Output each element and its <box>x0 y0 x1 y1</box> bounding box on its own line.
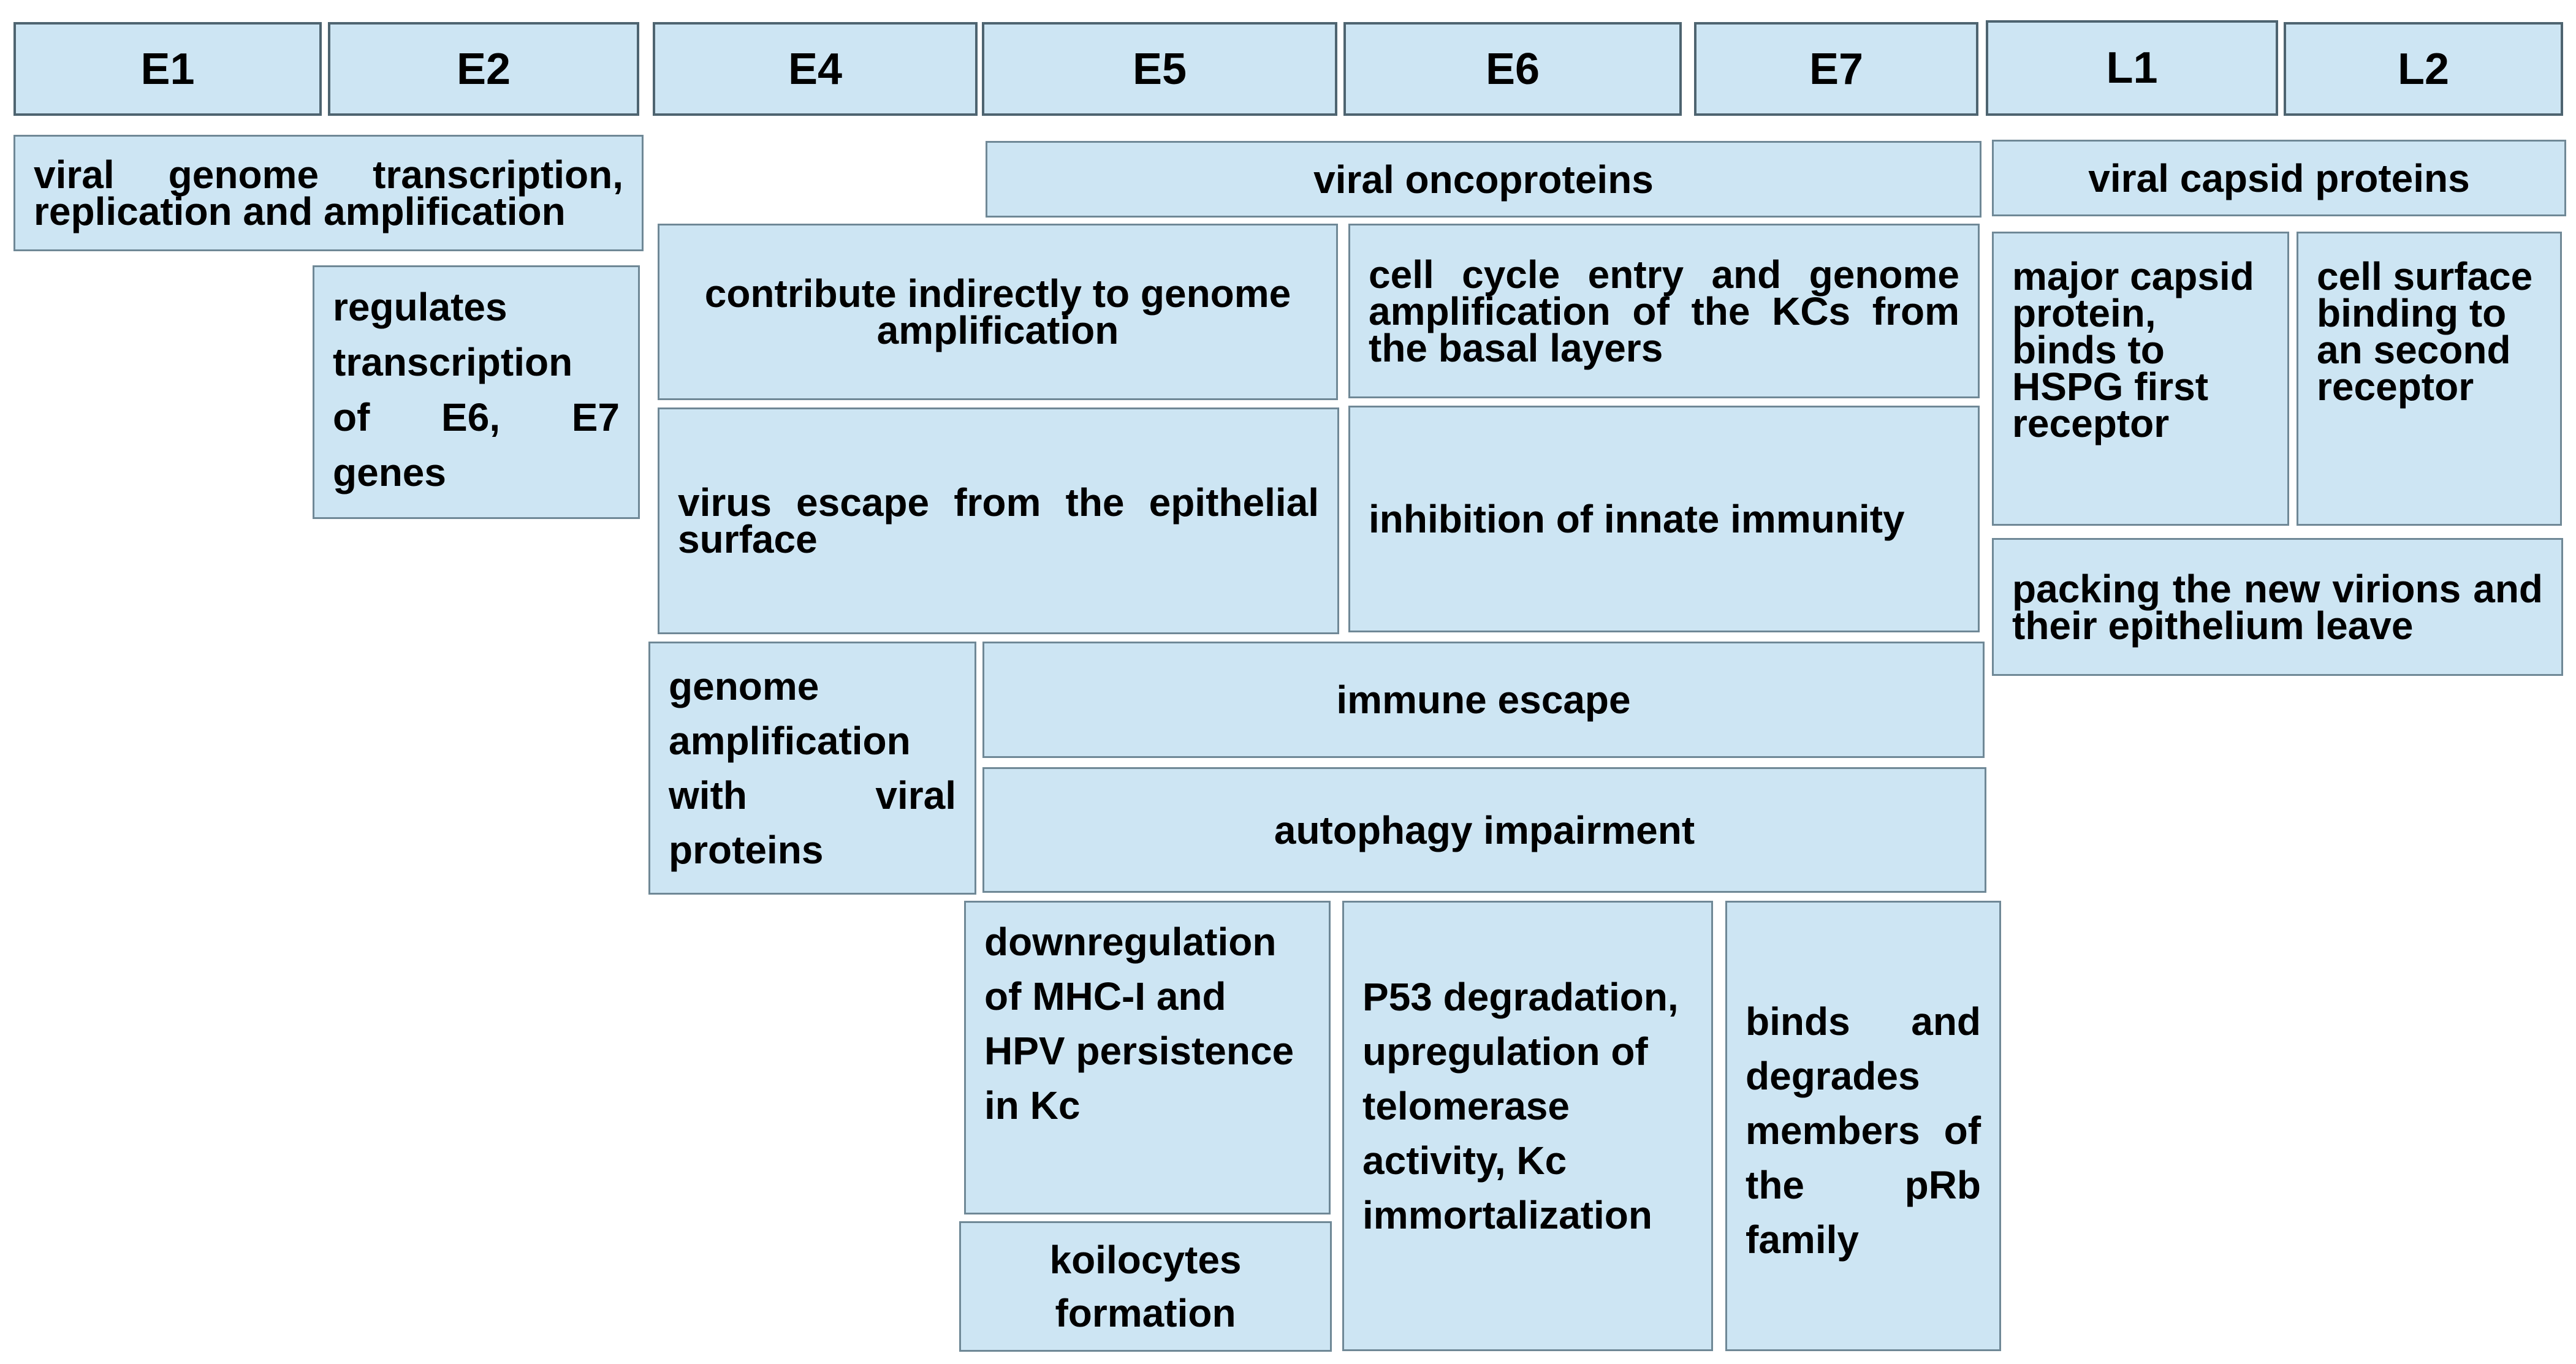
function-box-prb-binding: binds and degrades members of the pRb fa… <box>1725 901 2001 1351</box>
function-box-mhc-downregulation: downregulation of MHC-I and HPV persiste… <box>964 901 1331 1214</box>
function-box-autophagy-impairment: autophagy impairment <box>982 767 1986 893</box>
gene-label-e5: E5 <box>1132 44 1187 94</box>
function-box-innate-immunity: inhibition of innate immunity <box>1348 406 1980 632</box>
gene-label-e7: E7 <box>1809 44 1864 94</box>
function-box-virus-escape: virus escape from the epithelial surface <box>658 407 1339 634</box>
gene-header-e2: E2 <box>328 22 639 116</box>
group-box-viral-capsid-proteins: viral capsid proteins <box>1992 140 2566 216</box>
group-box-viral-oncoproteins: viral oncoproteins <box>986 141 1981 218</box>
function-box-koilocytes-formation: koilocytes formation <box>959 1221 1332 1352</box>
function-box-e1-transcription: viral genome transcription, replication … <box>13 135 644 251</box>
function-box-e2-regulates: regulates transcription of E6, E7 genes <box>313 265 640 519</box>
function-box-genome-amplification-viral: genome amplification with viral proteins <box>648 642 976 895</box>
gene-header-e5: E5 <box>982 22 1337 116</box>
gene-header-l1: L1 <box>1986 20 2278 116</box>
gene-label-e1: E1 <box>140 44 195 94</box>
function-box-major-capsid: major capsid protein, binds to HSPG firs… <box>1992 232 2289 526</box>
gene-label-l2: L2 <box>2397 44 2450 94</box>
gene-label-e4: E4 <box>788 44 843 94</box>
gene-header-e7: E7 <box>1694 22 1978 116</box>
gene-header-l2: L2 <box>2284 22 2563 116</box>
gene-header-e6: E6 <box>1343 22 1682 116</box>
function-box-packing-virions: packing the new virions and their epithe… <box>1992 538 2563 676</box>
gene-label-e2: E2 <box>456 44 511 94</box>
function-box-p53-degradation: P53 degradation, upregulation of telomer… <box>1342 901 1713 1351</box>
function-box-cell-cycle-entry: cell cycle entry and genome amplificatio… <box>1348 224 1980 398</box>
gene-header-e1: E1 <box>13 22 322 116</box>
gene-label-l1: L1 <box>2106 44 2158 93</box>
function-box-immune-escape: immune escape <box>982 642 1985 758</box>
function-box-contribute-indirectly: contribute indirectly to genome amplific… <box>658 224 1338 400</box>
function-box-cell-surface-binding: cell surface binding to an second recept… <box>2297 232 2562 526</box>
gene-header-e4: E4 <box>653 22 978 116</box>
gene-label-e6: E6 <box>1485 44 1540 94</box>
